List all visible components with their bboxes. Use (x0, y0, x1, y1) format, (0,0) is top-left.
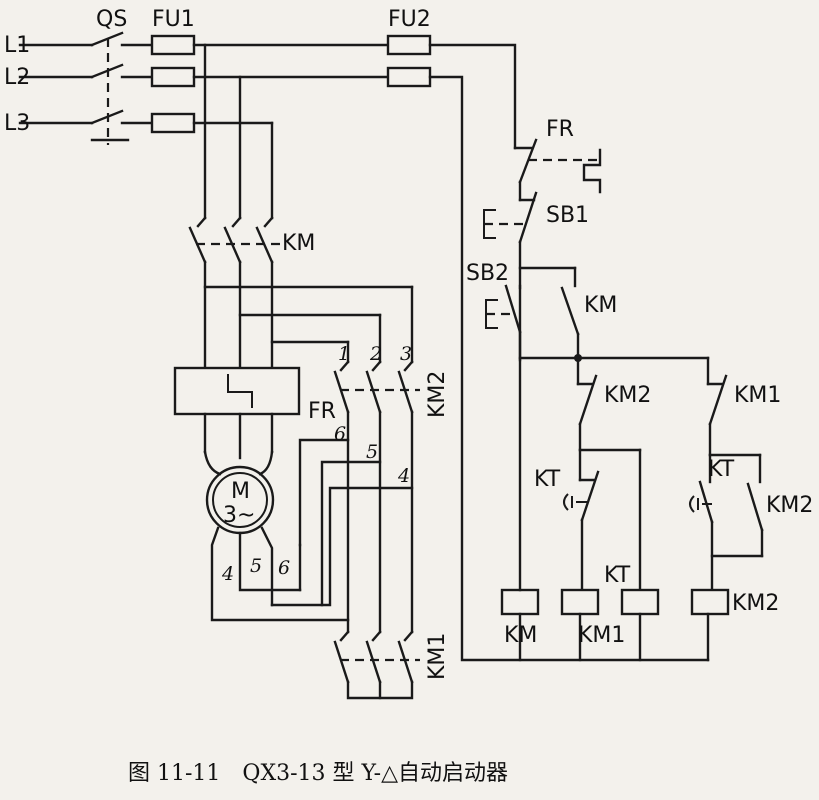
label-n2: 2 (369, 343, 382, 365)
label-kt-nc: KT (534, 467, 561, 492)
label-km1-coil: KM1 (578, 623, 625, 648)
label-km-aux: KM (584, 293, 617, 318)
fu2-fuses (386, 34, 432, 88)
figure-caption: 图 11-11 QX3-13 型 Y-△自动启动器 (128, 761, 508, 786)
label-nb4: 4 (221, 563, 234, 585)
km-main-contacts (188, 216, 280, 264)
label-motor-m: M (231, 479, 250, 504)
label-n5: 5 (366, 441, 378, 463)
km2-power-contacts (333, 360, 420, 414)
kt-timed-nc-contact (563, 448, 642, 522)
kt-coil (620, 588, 660, 616)
fu1-fuses (150, 34, 196, 134)
qs-switch (90, 31, 154, 145)
label-sb2: SB2 (466, 261, 509, 286)
label-fr-power: FR (308, 399, 336, 424)
label-l1: L1 (4, 33, 30, 58)
km2-coil (690, 588, 730, 616)
label-km2-no: KM2 (766, 493, 813, 518)
label-kt-coil: KT (604, 563, 631, 588)
label-qs: QS (96, 7, 127, 32)
km1-nc-contact (706, 356, 728, 426)
km1-power-contacts (333, 630, 420, 684)
km1-coil (560, 588, 600, 616)
label-n6: 6 (334, 423, 346, 445)
label-sb1: SB1 (546, 203, 589, 228)
label-nb6: 6 (278, 557, 290, 579)
label-kt-no: KT (708, 457, 735, 482)
control-circuit (386, 34, 764, 662)
label-l2: L2 (4, 65, 30, 90)
label-km-coil: KM (504, 623, 537, 648)
km-coil (500, 588, 540, 616)
power-circuit (18, 31, 420, 700)
label-fu1: FU1 (152, 7, 195, 32)
labels: L1 L2 L3 QS FU1 FU2 KM FR KM2 KM1 FR SB1… (4, 7, 813, 680)
label-n1: 1 (338, 343, 350, 365)
label-nb5: 5 (250, 555, 262, 577)
label-km1-power: KM1 (425, 633, 450, 680)
label-km-main: KM (282, 231, 315, 256)
label-fu2: FU2 (388, 7, 431, 32)
label-km2-nc: KM2 (604, 383, 651, 408)
coils (500, 588, 730, 616)
label-n3: 3 (400, 343, 412, 365)
label-km1-nc: KM1 (734, 383, 781, 408)
fr-thermal-relay (173, 366, 301, 416)
label-km2-coil: KM2 (732, 591, 779, 616)
km2-nc-contact (576, 356, 598, 426)
sb2-start-button (485, 266, 577, 334)
sb1-stop-button (483, 191, 538, 244)
label-n4: 4 (397, 465, 410, 487)
label-l3: L3 (4, 111, 30, 136)
kt-timed-no-contact (689, 453, 762, 524)
label-fr-ctrl: FR (546, 117, 574, 142)
label-km2-power: KM2 (425, 371, 450, 418)
km-aux-contact (560, 286, 580, 360)
fr-nc-contact (513, 138, 602, 202)
km2-no-contact (710, 453, 764, 558)
label-motor-phase: 3~ (223, 503, 255, 528)
